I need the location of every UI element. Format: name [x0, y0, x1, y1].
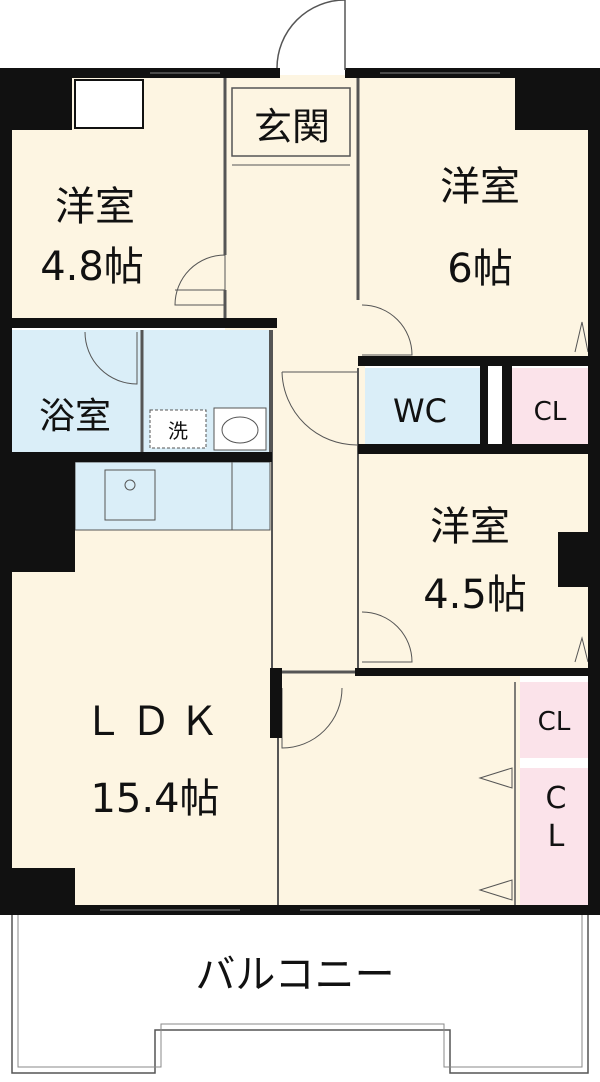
- windows: [100, 72, 500, 911]
- western-room-2-size: 6帖: [447, 246, 512, 292]
- balcony-label: バルコニー: [195, 952, 394, 998]
- wall-bath-ldk: [12, 452, 272, 462]
- wall-right: [588, 68, 600, 913]
- room3-closet-mark: [574, 636, 589, 663]
- western-room-2-name: 洋室: [440, 164, 520, 210]
- wash-basin: [213, 407, 267, 451]
- pillar-bottom-left: [0, 868, 75, 915]
- toilet-label: WC: [393, 392, 447, 430]
- bathroom-floor: [12, 330, 142, 452]
- closet-3-label-c: C: [546, 781, 567, 816]
- western-room-1-name: 洋室: [55, 184, 135, 230]
- balcony-inner-outline: [17, 915, 583, 1068]
- room1-storage-box: [74, 79, 144, 129]
- kitchen-sink: [104, 469, 156, 521]
- washer-label: 洗: [168, 419, 188, 443]
- ldk-door-swing: [281, 687, 343, 749]
- room1-door-swing: [174, 254, 226, 306]
- room2-closet-mark: [574, 321, 589, 353]
- western-room-3-floor: [360, 452, 588, 672]
- kitchen-sink-drain: [124, 479, 136, 491]
- room-labels: 洋室 4.8帖 玄関 洋室 6帖 浴室 WC CL 洋室 4.5帖 ＬＤＫ 15…: [39, 105, 571, 998]
- ldk-name: ＬＤＫ: [83, 699, 227, 745]
- wall-wc-room3: [358, 444, 588, 454]
- kitchen-counter: [74, 461, 271, 531]
- room3-door-swing: [361, 611, 413, 663]
- closet-door-mark-1: [478, 767, 513, 789]
- balcony: [11, 915, 589, 1074]
- wall-top-left: [0, 68, 280, 78]
- wall-wc-closet-2: [502, 366, 512, 444]
- entrance-floor: [232, 88, 350, 156]
- wc-door-swing: [281, 371, 358, 446]
- closet-3-label-l: L: [548, 819, 565, 854]
- wash-basin-bowl: [221, 416, 259, 444]
- closet-2-label: CL: [538, 707, 571, 737]
- toilet-floor: [365, 368, 480, 444]
- balcony-outline: [11, 915, 589, 1074]
- entrance-door-swing: [276, 0, 346, 69]
- closet-1-label: CL: [534, 397, 567, 427]
- closet-door-mark-2: [478, 879, 513, 901]
- wall-ldk-corridor: [270, 668, 282, 738]
- bathroom-door-swing: [84, 331, 138, 385]
- washer-pan: 洗: [149, 409, 207, 449]
- ldk-extension-floor: [275, 672, 520, 910]
- pillar-top-right: [515, 68, 600, 130]
- wall-wc-closet: [480, 366, 488, 444]
- western-room-1-size: 4.8帖: [40, 244, 144, 290]
- pillar-right-mid: [558, 532, 600, 587]
- entrance-frame: [231, 87, 351, 157]
- washer-pan-frame: [149, 409, 207, 449]
- pillar-mid-left: [0, 462, 75, 572]
- closet-3-floor: [520, 768, 588, 908]
- wall-room1-bath: [12, 318, 277, 328]
- wall-corridor-room3: [355, 668, 588, 676]
- pillar-top-left: [0, 68, 72, 130]
- entrance-door: [276, 0, 346, 70]
- wall-room2-wc: [358, 356, 588, 366]
- entrance-label: 玄関: [254, 105, 330, 149]
- western-room-3-size: 4.5帖: [423, 572, 527, 618]
- ldk-size: 15.4帖: [90, 776, 219, 822]
- closet-2-floor: [520, 682, 588, 758]
- room2-door-swing: [361, 304, 413, 356]
- western-room-3-name: 洋室: [430, 504, 510, 550]
- closet-1-floor: [512, 368, 588, 444]
- bathroom-label: 浴室: [39, 396, 111, 437]
